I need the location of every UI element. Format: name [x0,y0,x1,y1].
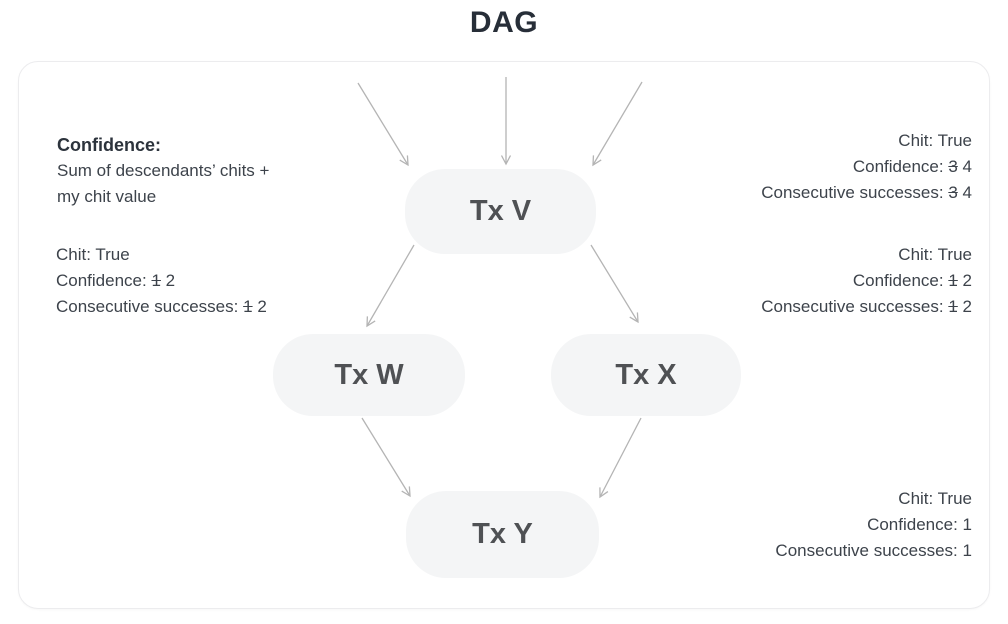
stat-confidence: Confidence: 1 2 [56,268,267,294]
edge-x-to-y [599,417,642,499]
edge-w-to-y [361,417,411,498]
stat-successes-old-value: 3 [948,183,958,202]
stat-confidence: Confidence: 3 4 [761,154,972,180]
confidence-definition: Confidence: Sum of descendants’ chits + … [57,132,269,210]
stat-successes: Consecutive successes: 3 4 [761,180,972,206]
stat-confidence-label: Confidence: [867,515,958,534]
node-tx-y-label: Tx Y [472,518,533,550]
node-tx-w: Tx W [273,334,465,416]
stat-confidence-new-value: 1 [962,515,972,534]
node-tx-x-label: Tx X [615,358,677,391]
stats-node-x: Chit: True Confidence: 1 2 Consecutive s… [761,242,972,320]
dag-canvas: Tx V Tx W Tx X Tx Y Confidence: Sum of d… [18,61,990,609]
edge-external-to-v-right [592,81,643,167]
diagram-title: DAG [469,6,539,39]
stat-confidence-old-value: 1 [948,271,958,290]
stat-confidence-new-value: 2 [962,271,972,290]
edge-v-to-w [366,244,415,328]
stat-confidence-label: Confidence: [852,157,944,176]
node-tx-v-label: Tx V [469,195,532,227]
stats-node-y: Chit: True Confidence: 1 Consecutive suc… [775,486,972,564]
node-tx-x: Tx X [551,334,741,416]
stat-successes: Consecutive successes: 1 2 [56,294,267,320]
stat-confidence: Confidence: 1 2 [761,268,972,294]
stat-confidence-label: Confidence: [852,271,944,290]
edge-external-to-v-left [357,82,409,167]
stat-successes-old-value: 1 [243,297,253,316]
stat-successes: Consecutive successes: 1 [775,538,972,564]
stats-node-w: Chit: True Confidence: 1 2 Consecutive s… [56,242,267,320]
edge-v-to-x [590,244,639,324]
stat-successes: Consecutive successes: 1 2 [761,294,972,320]
confidence-definition-line2: my chit value [57,187,157,206]
stat-confidence: Confidence: 1 [775,512,972,538]
stats-node-v: Chit: True Confidence: 3 4 Consecutive s… [761,128,972,206]
confidence-definition-line1: Sum of descendants’ chits + [57,161,270,180]
stat-successes-old-value: 1 [948,297,958,316]
stat-successes-label: Consecutive successes: [775,541,958,560]
node-tx-v: Tx V [405,169,596,254]
confidence-definition-heading: Confidence: [57,135,162,155]
stat-chit: Chit: True [56,245,130,264]
stat-successes-label: Consecutive successes: [761,297,944,316]
stat-successes-label: Consecutive successes: [761,183,944,202]
stat-successes-new-value: 2 [257,297,267,316]
stat-confidence-new-value: 2 [165,271,176,290]
stat-successes-label: Consecutive successes: [56,297,239,316]
stat-chit: Chit: True [898,245,972,264]
stat-successes-new-value: 2 [962,297,972,316]
stat-successes-new-value: 1 [962,541,972,560]
stat-chit: Chit: True [898,489,972,508]
node-tx-y: Tx Y [406,491,599,578]
stat-confidence-old-value: 3 [948,157,958,176]
stat-chit: Chit: True [898,131,972,150]
stat-confidence-label: Confidence: [56,271,147,290]
stat-successes-new-value: 4 [962,183,972,202]
stat-confidence-old-value: 1 [151,271,161,290]
node-tx-w-label: Tx W [334,358,404,391]
stat-confidence-new-value: 4 [962,157,972,176]
